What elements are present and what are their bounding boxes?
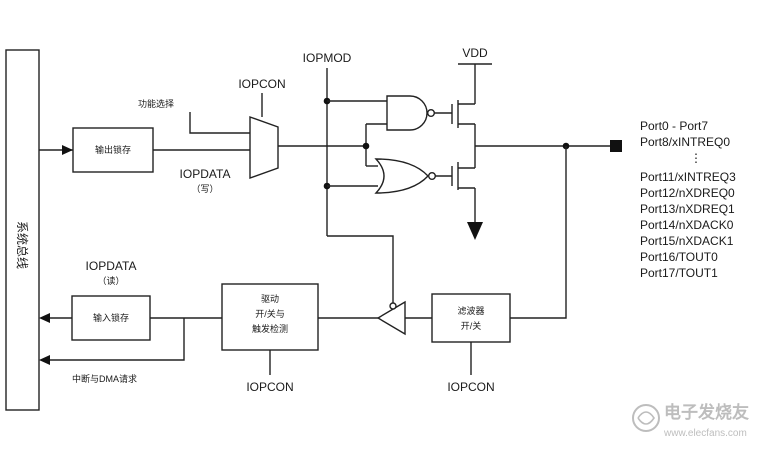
watermark-url: www.elecfans.com (663, 428, 747, 439)
port-6: Port14/nXDACK0 (640, 218, 734, 232)
port-8: Port16/TOUT0 (640, 250, 718, 264)
system-bus-label: 系统总线 (15, 221, 29, 269)
port-4: Port12/nXDREQ0 (640, 186, 735, 200)
watermark-cn: 电子发烧友 (664, 402, 749, 422)
watermark-logo-icon (632, 404, 660, 432)
nor-bubble (428, 171, 437, 180)
nand-gate (386, 95, 428, 131)
system-bus-bar (5, 49, 40, 411)
watermark: 电子发烧友 www.elecfans.com (632, 402, 749, 439)
pmos-transistor (451, 96, 476, 168)
trigger-label-1: 驱动 (261, 294, 279, 304)
nor-gate (374, 158, 429, 194)
iopcon-trigger-label: IOPCON (246, 380, 293, 394)
port-1: Port8/xINTREQ0 (640, 135, 730, 149)
iopdata-read-note: （读） (97, 275, 124, 286)
bus-to-output-arrow (62, 145, 73, 155)
nmos-transistor (451, 162, 476, 222)
vdd-label: VDD (462, 46, 488, 60)
output-pin (610, 140, 622, 152)
port-9: Port17/TOUT1 (640, 266, 718, 280)
port-3: Port11/xINTREQ3 (640, 170, 736, 184)
iopcon-top-label: IOPCON (238, 77, 285, 91)
iopmod-label: IOPMOD (303, 51, 352, 65)
trigger-label-2: 开/关与 (255, 308, 285, 319)
port-5: Port13/nXDREQ1 (640, 202, 735, 216)
int-dma-label: 中断与DMA请求 (72, 373, 137, 384)
nand-bubble (427, 108, 436, 117)
filter-label-1: 滤波器 (457, 305, 484, 316)
iopcon-filter-label: IOPCON (447, 380, 494, 394)
filter-label-2: 开/关 (461, 320, 482, 331)
port-list: Port0 - Port7 Port8/xINTREQ0 ⋮ Port11/xI… (640, 119, 736, 280)
multiplexer (249, 116, 279, 179)
input-buffer (376, 300, 406, 336)
iopdata-write-label: IOPDATA (180, 167, 231, 181)
input-latch-box (71, 295, 151, 341)
input-to-bus-arrow (39, 313, 50, 323)
int-dma-arrow (39, 355, 50, 365)
port-0: Port0 - Port7 (640, 119, 708, 133)
input-latch-label: 输入锁存 (93, 312, 129, 323)
port-2: ⋮ (690, 151, 702, 165)
buffer-enable-bubble (389, 302, 397, 310)
junction-data-split (362, 142, 370, 150)
trigger-label-3: 触发检测 (252, 323, 288, 334)
output-latch-box (72, 127, 154, 173)
filter-box (431, 293, 511, 343)
ground-arrow (467, 222, 483, 240)
iopdata-read-label: IOPDATA (86, 259, 137, 273)
port-7: Port15/nXDACK1 (640, 234, 734, 248)
output-latch-label: 输出锁存 (95, 144, 131, 155)
trigger-detect-box (221, 283, 319, 351)
iopdata-write-note: （写） (191, 184, 218, 194)
func-select-label: 功能选择 (138, 98, 174, 109)
